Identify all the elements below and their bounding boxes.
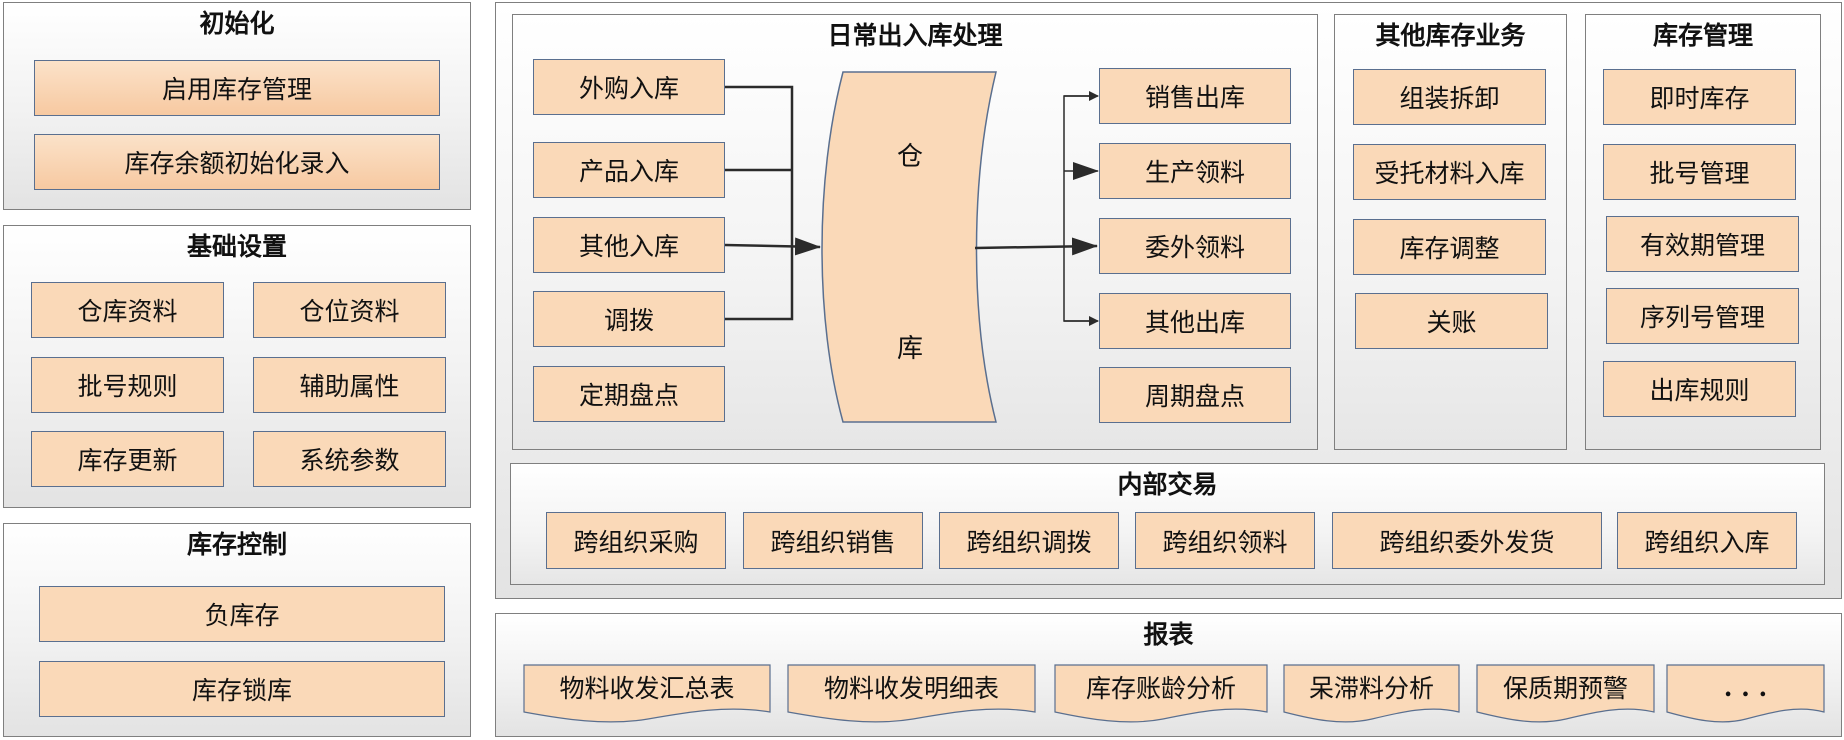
batch-rule-box[interactable]: 批号规则 — [31, 357, 224, 413]
production-picking-box[interactable]: 生产领料 — [1099, 143, 1291, 199]
basic-panel: 基础设置 仓库资料 仓位资料 批号规则 辅助属性 库存更新 系统参数 — [3, 225, 471, 508]
control-title: 库存控制 — [186, 530, 287, 559]
cycle-count-box[interactable]: 周期盘点 — [1099, 367, 1291, 423]
transfer-box[interactable]: 调拨 — [533, 291, 725, 347]
inventory-update-box[interactable]: 库存更新 — [31, 431, 224, 487]
report-more[interactable]: . . . — [1723, 672, 1768, 702]
other-inbound-box[interactable]: 其他入库 — [533, 217, 725, 273]
other-business-title: 其他库存业务 — [1375, 21, 1526, 50]
report-inventory-aging[interactable]: 库存账龄分析 — [1085, 674, 1236, 703]
cross-org-sales-box[interactable]: 跨组织销售 — [743, 512, 923, 569]
warehouse-char-1: 仓 — [897, 142, 924, 172]
serial-mgmt-box[interactable]: 序列号管理 — [1606, 288, 1799, 344]
enable-inventory-box[interactable]: 启用库存管理 — [34, 60, 440, 116]
cross-org-purchase-box[interactable]: 跨组织采购 — [546, 512, 726, 569]
report-material-summary[interactable]: 物料收发汇总表 — [559, 674, 735, 703]
assembly-box[interactable]: 组装拆卸 — [1353, 69, 1546, 125]
report-material-detail[interactable]: 物料收发明细表 — [823, 674, 999, 703]
internal-trade-title: 内部交易 — [1117, 470, 1218, 499]
sales-outbound-box[interactable]: 销售出库 — [1099, 68, 1291, 124]
cross-org-picking-box[interactable]: 跨组织领料 — [1135, 512, 1315, 569]
balance-init-box[interactable]: 库存余额初始化录入 — [34, 134, 440, 190]
close-period-box[interactable]: 关账 — [1355, 293, 1548, 349]
aux-attribute-box[interactable]: 辅助属性 — [253, 357, 446, 413]
warehouse-data-box[interactable]: 仓库资料 — [31, 282, 224, 338]
cross-org-inbound-box[interactable]: 跨组织入库 — [1617, 512, 1797, 569]
realtime-inventory-box[interactable]: 即时库存 — [1603, 69, 1796, 125]
system-param-box[interactable]: 系统参数 — [253, 431, 446, 487]
other-outbound-box[interactable]: 其他出库 — [1099, 293, 1291, 349]
product-inbound-box[interactable]: 产品入库 — [533, 142, 725, 198]
location-data-box[interactable]: 仓位资料 — [253, 282, 446, 338]
purchase-inbound-box[interactable]: 外购入库 — [533, 59, 725, 115]
report-shelf-life-warning[interactable]: 保质期预警 — [1502, 674, 1628, 703]
outbound-rule-box[interactable]: 出库规则 — [1603, 361, 1796, 417]
warehouse-char-2: 库 — [897, 334, 924, 364]
init-title: 初始化 — [199, 9, 275, 38]
basic-title: 基础设置 — [186, 232, 287, 261]
inventory-lock-box[interactable]: 库存锁库 — [39, 661, 445, 717]
daily-title: 日常出入库处理 — [827, 21, 1003, 50]
inventory-mgmt-title: 库存管理 — [1652, 21, 1753, 50]
init-panel: 初始化 启用库存管理 库存余额初始化录入 — [3, 2, 471, 210]
inventory-adjust-box[interactable]: 库存调整 — [1353, 219, 1546, 275]
cross-org-transfer-box[interactable]: 跨组织调拨 — [939, 512, 1119, 569]
periodic-count-box[interactable]: 定期盘点 — [533, 366, 725, 422]
outsource-picking-box[interactable]: 委外领料 — [1099, 218, 1291, 274]
control-panel: 库存控制 负库存 库存锁库 — [3, 523, 471, 737]
reports-title: 报表 — [1143, 620, 1194, 649]
expiry-mgmt-box[interactable]: 有效期管理 — [1606, 216, 1799, 272]
consigned-material-box[interactable]: 受托材料入库 — [1353, 144, 1546, 200]
cross-org-outsource-box[interactable]: 跨组织委外发货 — [1332, 512, 1602, 569]
inventory-mgmt-panel: 库存管理 即时库存 批号管理 有效期管理 序列号管理 出库规则 — [1585, 14, 1821, 450]
negative-inventory-box[interactable]: 负库存 — [39, 586, 445, 642]
report-slow-moving[interactable]: 呆滞料分析 — [1308, 674, 1434, 703]
internal-trade-panel: 内部交易 跨组织采购 跨组织销售 跨组织调拨 跨组织领料 跨组织委外发货 跨组织… — [510, 463, 1825, 585]
other-business-panel: 其他库存业务 组装拆卸 受托材料入库 库存调整 关账 — [1334, 14, 1567, 450]
batch-mgmt-box[interactable]: 批号管理 — [1603, 144, 1796, 200]
